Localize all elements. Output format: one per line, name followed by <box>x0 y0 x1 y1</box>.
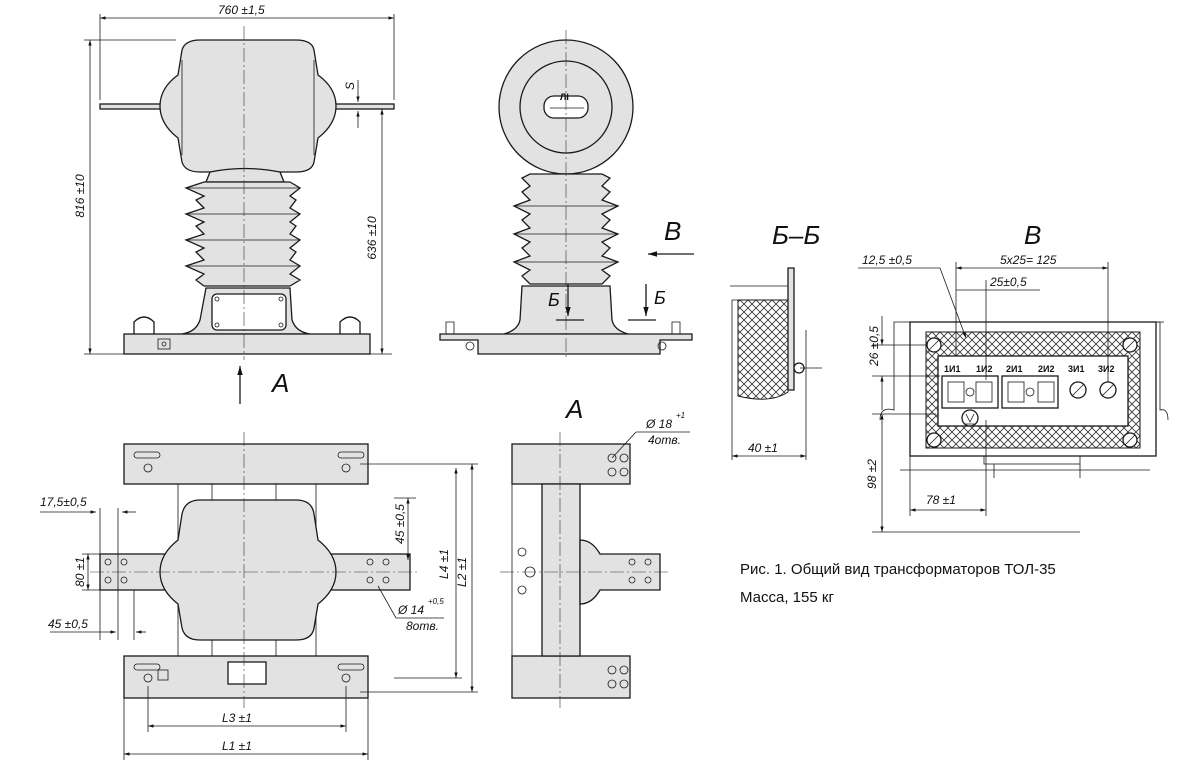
dim-section-depth: 40 ±1 <box>748 441 778 455</box>
section-bb: Б–Б 40 ±1 <box>730 220 822 460</box>
dim-s: S <box>343 82 357 90</box>
front-view: 760 ±1,5 816 ±10 636 ±10 S А <box>73 3 395 404</box>
dim-l3: L3 ±1 <box>222 711 252 725</box>
dim-l4: L4 ±1 <box>437 549 451 579</box>
dim-height-overall: 816 ±10 <box>73 174 87 218</box>
dim-pad-step: 45 ±0,5 <box>48 617 88 631</box>
dim-terminal-pitch-total: 5x25= 125 <box>1000 253 1057 267</box>
plan-view: 17,5±0,5 80 ±1 45 ±0,5 45 ±0,5 Ø 14 +0,5… <box>40 432 478 760</box>
view-v: В 1И1 1И2 2И1 2И2 3И1 3И2 5 <box>858 220 1169 533</box>
dim-hole-small: Ø 14 <box>397 603 424 617</box>
view-v-arrow-label: В <box>664 216 681 246</box>
section-mark-b1: Б <box>548 290 560 310</box>
section-title: Б–Б <box>772 220 820 250</box>
view-a: А Ø 18 +1 4отв. <box>500 394 690 708</box>
dim-hole-large-count: 4отв. <box>648 433 681 447</box>
dim-pad-height: 80 ±1 <box>73 557 87 587</box>
insulator-sheds <box>184 181 302 287</box>
caption-mass: Масса, 155 кг <box>740 589 834 606</box>
terminal-label-3: 2И1 <box>1006 364 1022 374</box>
dim-box-left: 78 ±1 <box>926 493 956 507</box>
dim-terminal-offset: 12,5 ±0,5 <box>862 253 912 267</box>
svg-text:ЛІ: ЛІ <box>560 92 569 102</box>
side-view: ЛІ Б Б В <box>439 30 694 360</box>
dim-box-height: 98 ±2 <box>865 459 879 489</box>
dim-box-top: 26 ±0,5 <box>867 326 881 367</box>
view-a-title: А <box>564 394 583 424</box>
terminal-label-5: 3И1 <box>1068 364 1084 374</box>
dim-hole-small-count: 8отв. <box>406 619 439 633</box>
dim-pad-offset: 17,5±0,5 <box>40 495 87 509</box>
view-v-title: В <box>1024 220 1041 250</box>
dim-hole-large-tol: +1 <box>676 411 685 420</box>
dim-width-overall: 760 ±1,5 <box>218 3 265 17</box>
terminal-label-1: 1И1 <box>944 364 960 374</box>
terminal-label-2: 1И2 <box>976 364 992 374</box>
dim-pad-step-right: 45 ±0,5 <box>393 504 407 544</box>
terminal-label-4: 2И2 <box>1038 364 1054 374</box>
section-mark-b2: Б <box>654 288 666 308</box>
dim-hole-small-tol: +0,5 <box>428 597 444 606</box>
view-a-arrow-label: А <box>270 368 289 398</box>
terminal-label-6: 3И2 <box>1098 364 1114 374</box>
dim-l2: L2 ±1 <box>455 557 469 587</box>
dim-terminal-pitch: 25±0,5 <box>989 275 1027 289</box>
dim-hole-large: Ø 18 <box>645 417 672 431</box>
dim-l1: L1 ±1 <box>222 739 252 753</box>
dim-height-mount: 636 ±10 <box>365 216 379 260</box>
caption-title: Рис. 1. Общий вид трансформаторов ТОЛ-35 <box>740 561 1056 578</box>
